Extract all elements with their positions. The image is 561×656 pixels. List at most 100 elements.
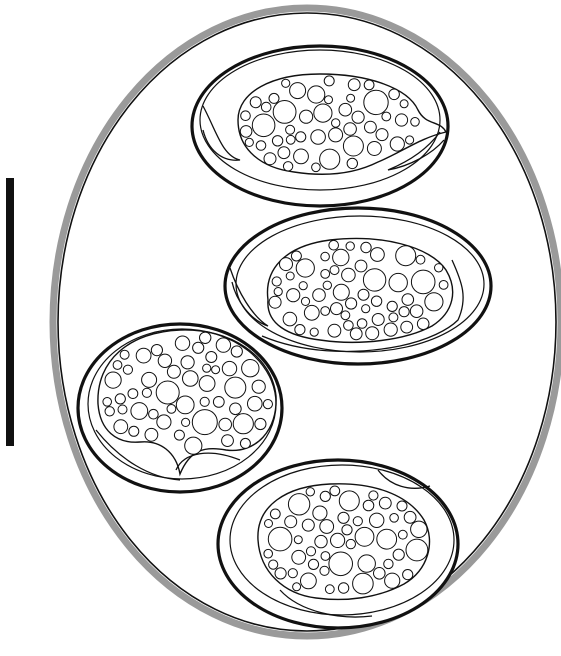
granule [321,252,330,261]
granule [203,364,211,372]
granule [242,360,259,377]
granule [286,135,295,144]
granule [264,153,276,165]
granule [344,321,354,331]
granule [308,86,325,103]
granule [219,418,232,431]
granule [404,511,416,523]
granule [411,521,427,537]
granule [299,282,307,290]
granule [347,94,355,102]
granule [240,126,252,138]
granule [113,361,122,370]
granule [400,100,408,108]
granule [310,328,318,336]
granule [330,266,339,275]
granule [382,112,391,121]
granule [315,535,327,547]
granule [361,242,371,252]
granule [384,323,397,336]
granule [199,376,215,392]
granule [363,269,385,291]
granule [364,90,388,114]
granule [330,486,340,496]
granule [339,103,352,116]
granule [157,415,171,429]
granule [352,111,364,123]
granule [338,512,349,523]
granule [287,289,300,302]
granule [377,529,397,549]
granule [367,142,381,156]
granule [283,162,292,171]
granule [270,509,280,519]
granule [371,248,385,262]
granule [156,381,179,404]
granule [240,438,250,448]
granule [292,550,306,564]
granule [142,388,151,397]
granule [347,158,357,168]
granule [389,273,407,291]
granule [222,435,234,447]
granule [245,138,253,146]
granule [175,336,189,350]
sporocyst-left [78,324,282,492]
granule [230,403,242,415]
granule [346,242,354,250]
granule [225,377,246,398]
granule [411,118,420,127]
granule [325,585,334,594]
granule [183,371,199,387]
granule [212,366,220,374]
granule [406,136,414,144]
sporocyst-middle-right [225,208,491,364]
granule [272,136,282,146]
granule [372,314,384,326]
granule [346,298,357,309]
granule [295,325,305,335]
granule [269,560,278,569]
granule [142,372,157,387]
granule [439,281,448,290]
granule [329,128,343,142]
granule [393,549,404,560]
granule [410,305,423,318]
granule [389,89,400,100]
granule [411,270,435,294]
granule [248,396,263,411]
granule [241,111,251,121]
granule [114,420,128,434]
granule [185,437,202,454]
granule [306,547,315,556]
granule [417,318,429,330]
granule [115,394,125,404]
granule [222,361,236,375]
granule [396,246,416,266]
granule [313,289,326,302]
granule [136,348,151,363]
granule [158,354,171,367]
granule [252,380,265,393]
granule [320,520,334,534]
granule [324,76,334,86]
granule [402,294,414,306]
granule [313,506,327,520]
granule [301,573,317,589]
granule [192,410,217,435]
granule [311,130,326,145]
granule [346,539,355,548]
granule [275,568,286,579]
granule [364,80,374,90]
granule [264,549,273,558]
granule [329,240,339,250]
granule [293,583,301,591]
granule [312,163,321,172]
granule [397,501,407,511]
granule [103,398,112,407]
granule [296,259,314,277]
granule [181,356,194,369]
granule [369,491,378,500]
granule [390,514,399,523]
